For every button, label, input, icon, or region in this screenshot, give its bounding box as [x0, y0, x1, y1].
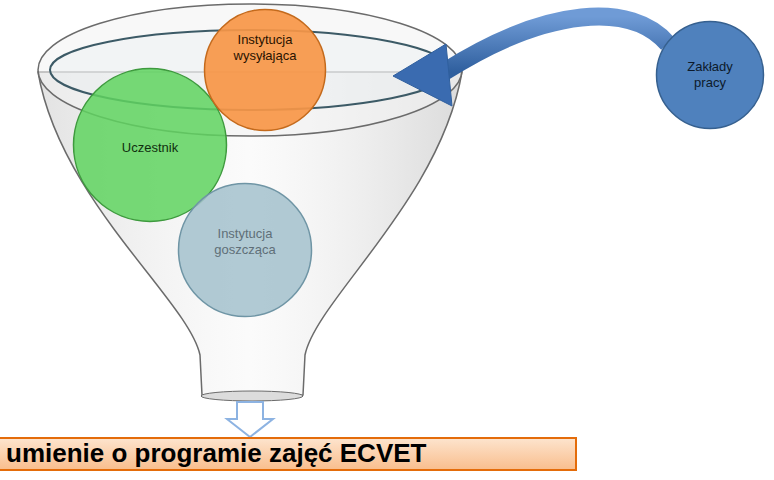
funnel-neck-end	[201, 391, 303, 401]
circle-fill	[657, 22, 764, 129]
circle-label: Zakłady pracy	[670, 59, 750, 90]
circle-outline	[203, 8, 327, 132]
circle-label: Instytucja wysyłająca	[221, 32, 309, 63]
agreement-bar: umienie o programie zajęć ECVET	[0, 437, 577, 471]
bar-label: umienie o programie zajęć ECVET	[6, 438, 426, 469]
circle-label: Uczestnik	[122, 140, 178, 156]
host-institution-circle: Instytucja goszcząca	[177, 182, 313, 318]
down-arrow	[227, 402, 273, 437]
circle-label: Instytucja goszcząca	[199, 226, 291, 257]
curved-arrow-head	[393, 44, 452, 106]
employers-circle: Zakłady pracy	[655, 20, 765, 130]
sending-institution-circle: Instytucja wysyłająca	[203, 8, 327, 132]
circle-fill	[179, 184, 312, 317]
curved-arrow-shaft	[444, 17, 668, 72]
circle-fill	[205, 10, 326, 131]
